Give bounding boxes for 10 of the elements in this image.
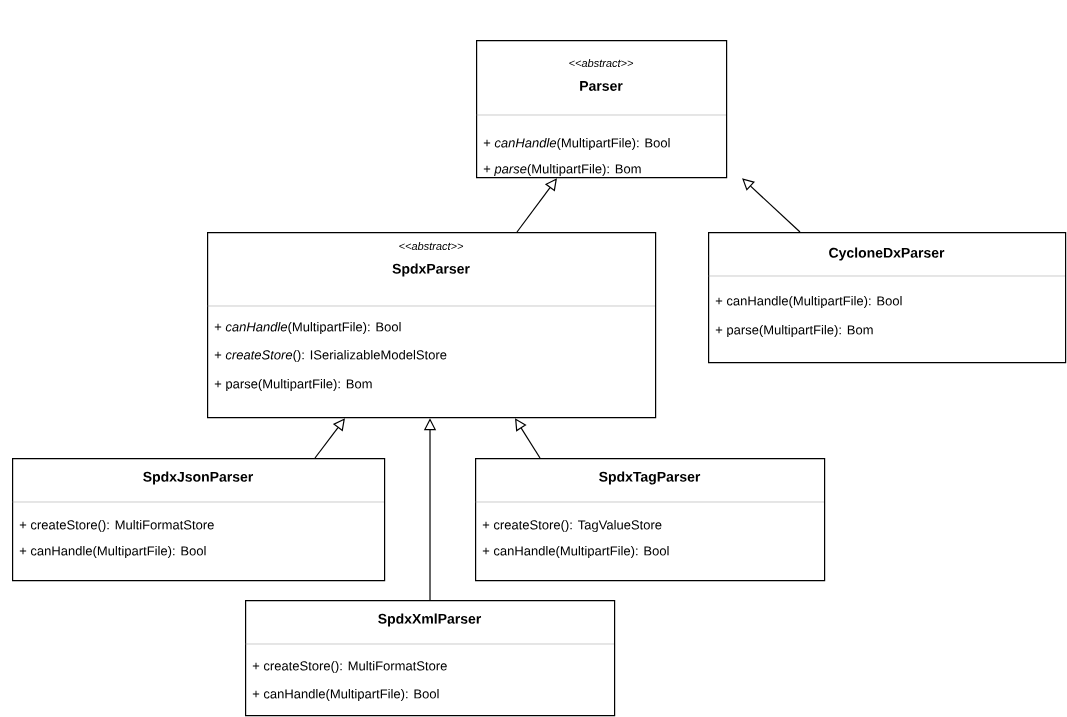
inheritance-arrow xyxy=(742,178,801,233)
inheritance-arrow xyxy=(516,178,557,233)
class-box: SpdxXmlParser + createStore(): MultiFormatStore + canHandle(MultipartFile): Bool xyxy=(244,600,616,717)
class-box: <<abstract>> Parser + canHandle(MultipartFile): Bool + parse(MultipartFile): Bom xyxy=(475,40,728,179)
class-box: <<abstract>> SpdxParser + canHandle(MultipartFile): Bool + createStore(): ISerializableModelStore + parse(MultipartFile): Bom xyxy=(206,232,657,419)
inheritance-arrow xyxy=(515,418,541,459)
class-box: SpdxTagParser + createStore(): TagValueStore + canHandle(MultipartFile): Bool xyxy=(474,458,826,582)
class-box: SpdxJsonParser + createStore(): MultiFormatStore + canHandle(MultipartFile): Bool xyxy=(11,458,386,582)
inheritance-arrow xyxy=(314,418,345,459)
class-box: CycloneDxParser + canHandle(MultipartFile): Bool + parse(MultipartFile): Bom xyxy=(707,232,1067,364)
